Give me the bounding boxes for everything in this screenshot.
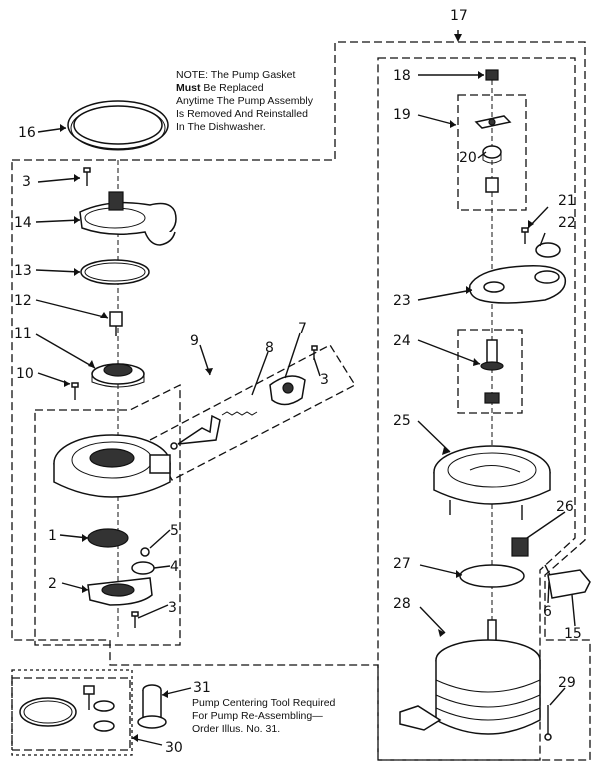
- callout-19: 19: [393, 107, 411, 123]
- gasket-note: NOTE: The Pump Gasket Must Be Replaced A…: [176, 69, 314, 133]
- pump-cover-plate: [79, 191, 177, 246]
- right-column-outline: [377, 57, 576, 761]
- callout-16: 16: [18, 125, 36, 141]
- screw-21: [521, 227, 529, 244]
- note-line-1: NOTE: The Pump Gasket: [176, 69, 296, 81]
- callout-8: 8: [265, 340, 274, 356]
- ball-5: [140, 547, 150, 557]
- callout-14: 14: [14, 215, 32, 231]
- pump-gasket-ring: [67, 100, 169, 151]
- note-line-2: Must Be Replaced: [176, 82, 264, 94]
- motor-mount-25: [433, 445, 551, 520]
- callout-21: 21: [558, 193, 576, 209]
- callout-30: 30: [165, 740, 183, 756]
- gasket-kit-30: [19, 685, 115, 732]
- arrowheads: [60, 34, 534, 742]
- callout-23: 23: [393, 293, 411, 309]
- impeller-11: [91, 363, 145, 388]
- note-line-4: Is Removed And Reinstalled: [176, 108, 308, 120]
- callout-9: 9: [190, 333, 199, 349]
- callout-31: 31: [193, 680, 211, 696]
- callout-4: 4: [170, 559, 179, 575]
- callout-5: 5: [170, 523, 179, 539]
- centering-tool-31: [137, 684, 167, 729]
- switch-assembly-19: [474, 115, 512, 193]
- callout-3-bottom: 3: [168, 600, 177, 616]
- screw-3-bottom: [131, 611, 139, 628]
- callout-1: 1: [48, 528, 57, 544]
- callout-18: 18: [393, 68, 411, 84]
- tool-note-line-2: For Pump Re-Assembling—: [192, 710, 323, 722]
- pump-housing-group-outline: [34, 383, 181, 646]
- ring-22: [535, 242, 561, 258]
- disc-27: [459, 564, 525, 588]
- callout-7: 7: [298, 321, 307, 337]
- callout-17: 17: [450, 8, 468, 24]
- tool-note-line-1: Pump Centering Tool Required: [192, 697, 336, 709]
- callout-12: 12: [14, 293, 32, 309]
- callout-2: 2: [48, 576, 57, 592]
- screw-3-top: [83, 167, 91, 186]
- callout-28: 28: [393, 596, 411, 612]
- screw-10: [71, 382, 79, 400]
- shaft-assembly-24: [480, 339, 504, 404]
- group-30-outer: [11, 669, 133, 756]
- note-line-3: Anytime The Pump Assembly: [176, 95, 314, 107]
- connector-26: [511, 537, 529, 557]
- nut-12: [109, 311, 123, 336]
- callout-29: 29: [558, 675, 576, 691]
- callout-25: 25: [393, 413, 411, 429]
- callout-10: 10: [16, 366, 34, 382]
- valve-assembly-9: [170, 345, 318, 450]
- callout-3-mid: 3: [320, 372, 329, 388]
- filter-screen-1: [87, 528, 129, 548]
- callout-22: 22: [558, 215, 576, 231]
- ring-4: [131, 561, 155, 575]
- centering-tool-note: Pump Centering Tool Required For Pump Re…: [192, 697, 336, 735]
- bracket-plate-23: [468, 265, 567, 304]
- group-24-box: [457, 329, 523, 414]
- thermostat-15: [544, 564, 591, 599]
- group-9-outline: [149, 344, 356, 481]
- callout-24: 24: [393, 333, 411, 349]
- motor-28: [399, 619, 541, 735]
- note-line-5: In The Dishwasher.: [176, 121, 266, 133]
- callout-20: 20: [459, 150, 477, 166]
- callout-26: 26: [556, 499, 574, 515]
- seal-ring-13: [80, 259, 150, 285]
- callout-3-top: 3: [22, 174, 31, 190]
- callout-13: 13: [14, 263, 32, 279]
- callout-11: 11: [14, 326, 32, 342]
- pump-housing: [53, 434, 171, 498]
- screw-29: [544, 705, 552, 741]
- tool-note-line-3: Order Illus. No. 31.: [192, 723, 280, 735]
- callout-6: 6: [543, 604, 552, 620]
- pump-base-2: [87, 577, 153, 606]
- callout-15: 15: [564, 626, 582, 642]
- callout-27: 27: [393, 556, 411, 572]
- cap-18: [485, 69, 499, 81]
